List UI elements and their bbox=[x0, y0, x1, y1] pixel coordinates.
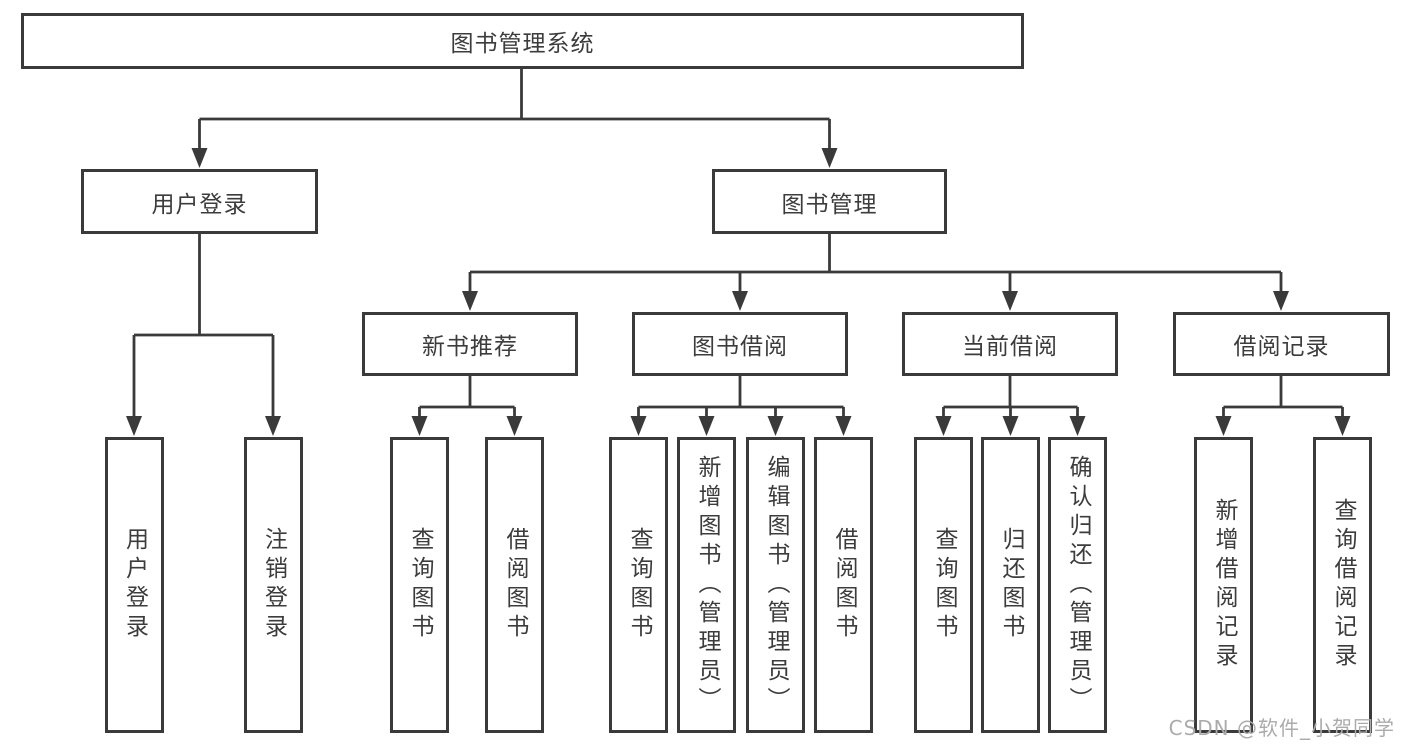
arrow-down-icon bbox=[411, 416, 428, 436]
leaf-borrowing-edit-books-admin: 编辑图书（管理员） bbox=[746, 437, 805, 733]
arrow-down-icon bbox=[506, 416, 523, 436]
node-current-borrowing: 当前借阅 bbox=[902, 312, 1118, 376]
arrow-down-icon bbox=[821, 148, 838, 168]
node-root-label: 图书管理系统 bbox=[450, 31, 595, 57]
leaf-recommend-borrow-books: 借阅图书 bbox=[485, 437, 544, 733]
node-user-login-label: 用户登录 bbox=[151, 191, 248, 218]
connector-lines bbox=[132, 68, 1344, 420]
arrow-down-icon bbox=[1334, 416, 1351, 436]
arrow-down-icon bbox=[1002, 291, 1018, 311]
leaf-borrowing-query-books: 查询图书 bbox=[609, 437, 668, 733]
arrow-down-icon bbox=[732, 291, 748, 311]
leaf-borrowing-add-books-admin: 新增图书（管理员） bbox=[677, 437, 736, 733]
node-book-management-label: 图书管理 bbox=[781, 191, 878, 218]
arrow-down-icon bbox=[698, 416, 715, 436]
arrow-down-icon bbox=[835, 416, 852, 436]
node-book-borrowing: 图书借阅 bbox=[632, 312, 848, 376]
node-book-management: 图书管理 bbox=[712, 169, 947, 234]
node-new-book-recommend: 新书推荐 bbox=[362, 312, 578, 376]
arrow-down-icon bbox=[767, 416, 784, 436]
leaf-user-login: 用户登录 bbox=[104, 437, 164, 733]
leaf-recommend-query-books: 查询图书 bbox=[390, 437, 449, 733]
arrow-down-icon bbox=[191, 148, 208, 168]
leaf-current-query-books: 查询图书 bbox=[914, 437, 973, 733]
arrow-down-icon bbox=[1069, 416, 1086, 436]
node-user-login: 用户登录 bbox=[81, 169, 318, 234]
arrow-down-icon bbox=[265, 416, 281, 436]
node-new-book-recommend-label: 新书推荐 bbox=[422, 334, 518, 360]
arrow-down-icon bbox=[1002, 416, 1019, 436]
arrow-down-icon bbox=[1215, 416, 1232, 436]
leaf-current-return-books: 归还图书 bbox=[981, 437, 1040, 733]
arrow-down-icon bbox=[462, 291, 478, 311]
watermark: CSDN @软件_小贺同学 bbox=[1168, 716, 1395, 740]
node-borrowing-records: 借阅记录 bbox=[1173, 312, 1390, 376]
node-book-borrowing-label: 图书借阅 bbox=[692, 334, 788, 360]
arrow-down-icon bbox=[1273, 291, 1289, 311]
arrow-down-icon bbox=[126, 416, 142, 436]
leaf-borrowing-borrow-books: 借阅图书 bbox=[814, 437, 873, 733]
leaf-records-add-record: 新增借阅记录 bbox=[1194, 437, 1253, 733]
node-current-borrowing-label: 当前借阅 bbox=[962, 334, 1058, 360]
node-root: 图书管理系统 bbox=[21, 13, 1024, 69]
leaf-records-query-record: 查询借阅记录 bbox=[1313, 437, 1372, 733]
node-borrowing-records-label: 借阅记录 bbox=[1233, 334, 1330, 360]
leaf-logout: 注销登录 bbox=[243, 437, 303, 733]
arrow-down-icon bbox=[935, 416, 952, 436]
leaf-current-confirm-return-admin: 确认归还（管理员） bbox=[1048, 437, 1107, 733]
arrow-down-icon bbox=[630, 416, 647, 436]
